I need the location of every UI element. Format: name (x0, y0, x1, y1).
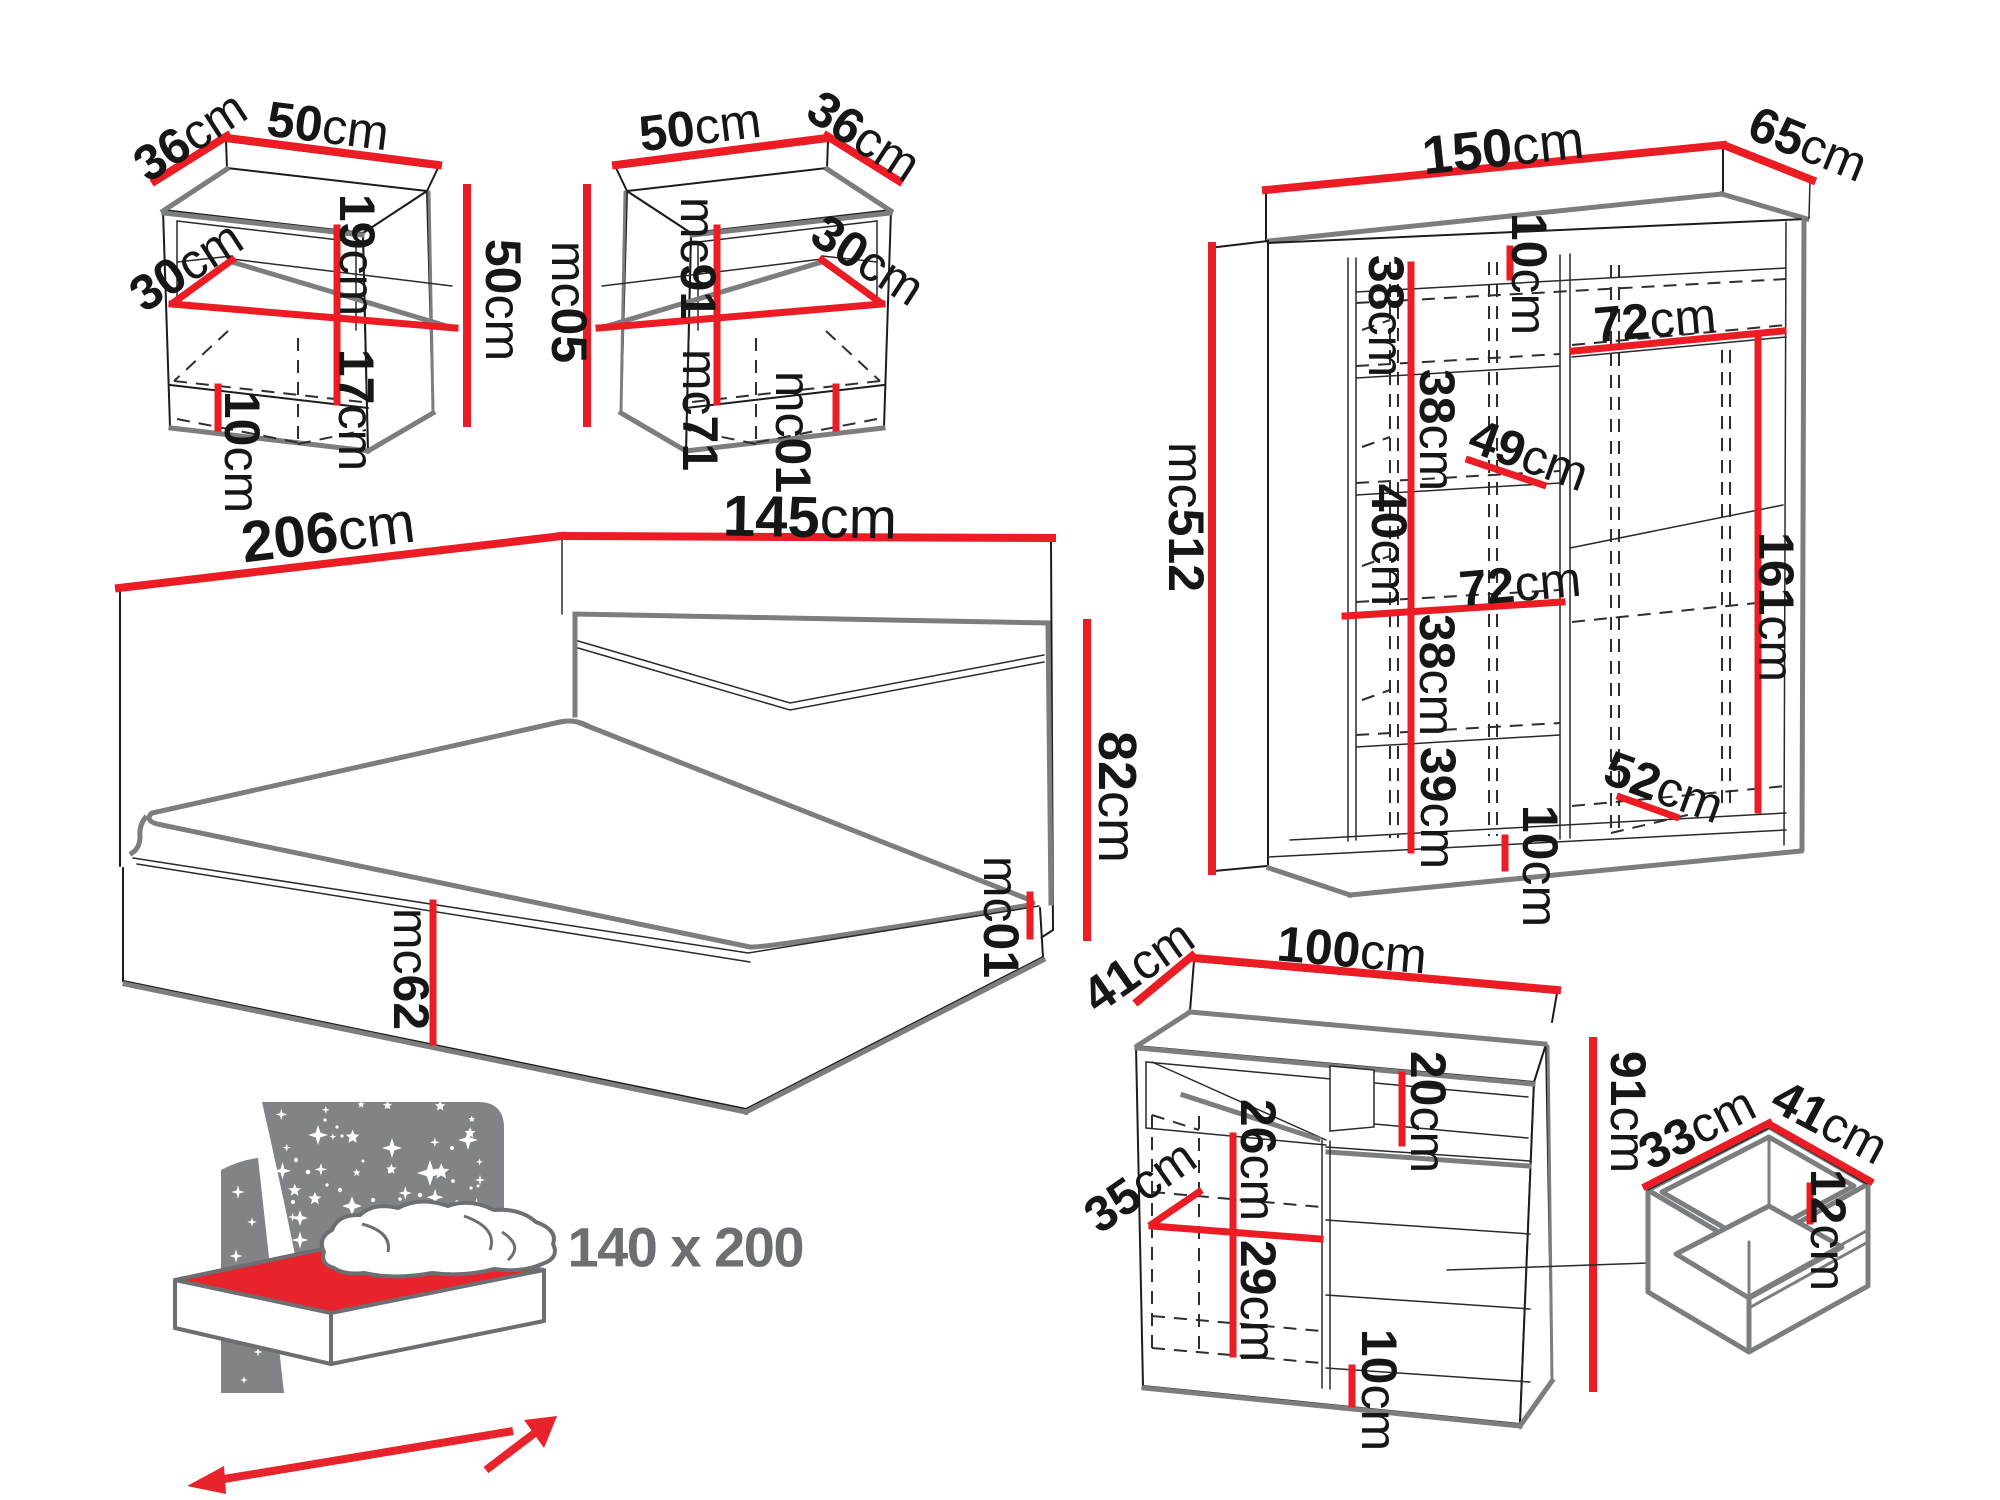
svg-text:mc01: mc01 (765, 371, 821, 493)
svg-text:mc71: mc71 (672, 349, 728, 471)
svg-text:mc62: mc62 (383, 908, 439, 1030)
svg-text:10cm: 10cm (214, 391, 270, 513)
svg-text:10cm: 10cm (1351, 1329, 1407, 1451)
svg-text:29cm: 29cm (1230, 1240, 1286, 1362)
svg-text:82cm: 82cm (1087, 731, 1147, 863)
svg-text:50cm: 50cm (636, 92, 764, 162)
svg-text:72cm: 72cm (1457, 551, 1584, 617)
svg-text:50cm: 50cm (264, 91, 392, 161)
svg-text:145cm: 145cm (722, 483, 897, 551)
svg-text:26cm: 26cm (1230, 1099, 1286, 1221)
svg-text:150cm: 150cm (1419, 110, 1586, 187)
svg-text:10cm: 10cm (1501, 213, 1557, 335)
svg-text:mc05: mc05 (541, 241, 597, 363)
svg-text:17cm: 17cm (328, 349, 384, 471)
svg-text:50cm: 50cm (475, 239, 531, 361)
svg-text:40cm: 40cm (1361, 484, 1417, 606)
svg-text:91cm: 91cm (1600, 1051, 1656, 1173)
svg-text:206cm: 206cm (238, 489, 419, 575)
svg-text:12cm: 12cm (1800, 1169, 1856, 1291)
svg-text:mc01: mc01 (973, 856, 1029, 978)
svg-text:mc91: mc91 (670, 197, 726, 319)
svg-text:38cm: 38cm (1358, 255, 1414, 377)
svg-text:72cm: 72cm (1592, 287, 1719, 353)
svg-text:38cm: 38cm (1409, 369, 1465, 491)
svg-text:100cm: 100cm (1275, 916, 1429, 985)
svg-text:mc512: mc512 (1158, 442, 1214, 592)
svg-text:39cm: 39cm (1410, 747, 1466, 869)
svg-text:38cm: 38cm (1409, 614, 1465, 736)
svg-text:19cm: 19cm (329, 194, 385, 316)
svg-text:10cm: 10cm (1512, 805, 1568, 927)
svg-text:140 x 200: 140 x 200 (568, 1216, 805, 1279)
svg-text:161cm: 161cm (1748, 532, 1804, 682)
svg-text:20cm: 20cm (1400, 1051, 1456, 1173)
